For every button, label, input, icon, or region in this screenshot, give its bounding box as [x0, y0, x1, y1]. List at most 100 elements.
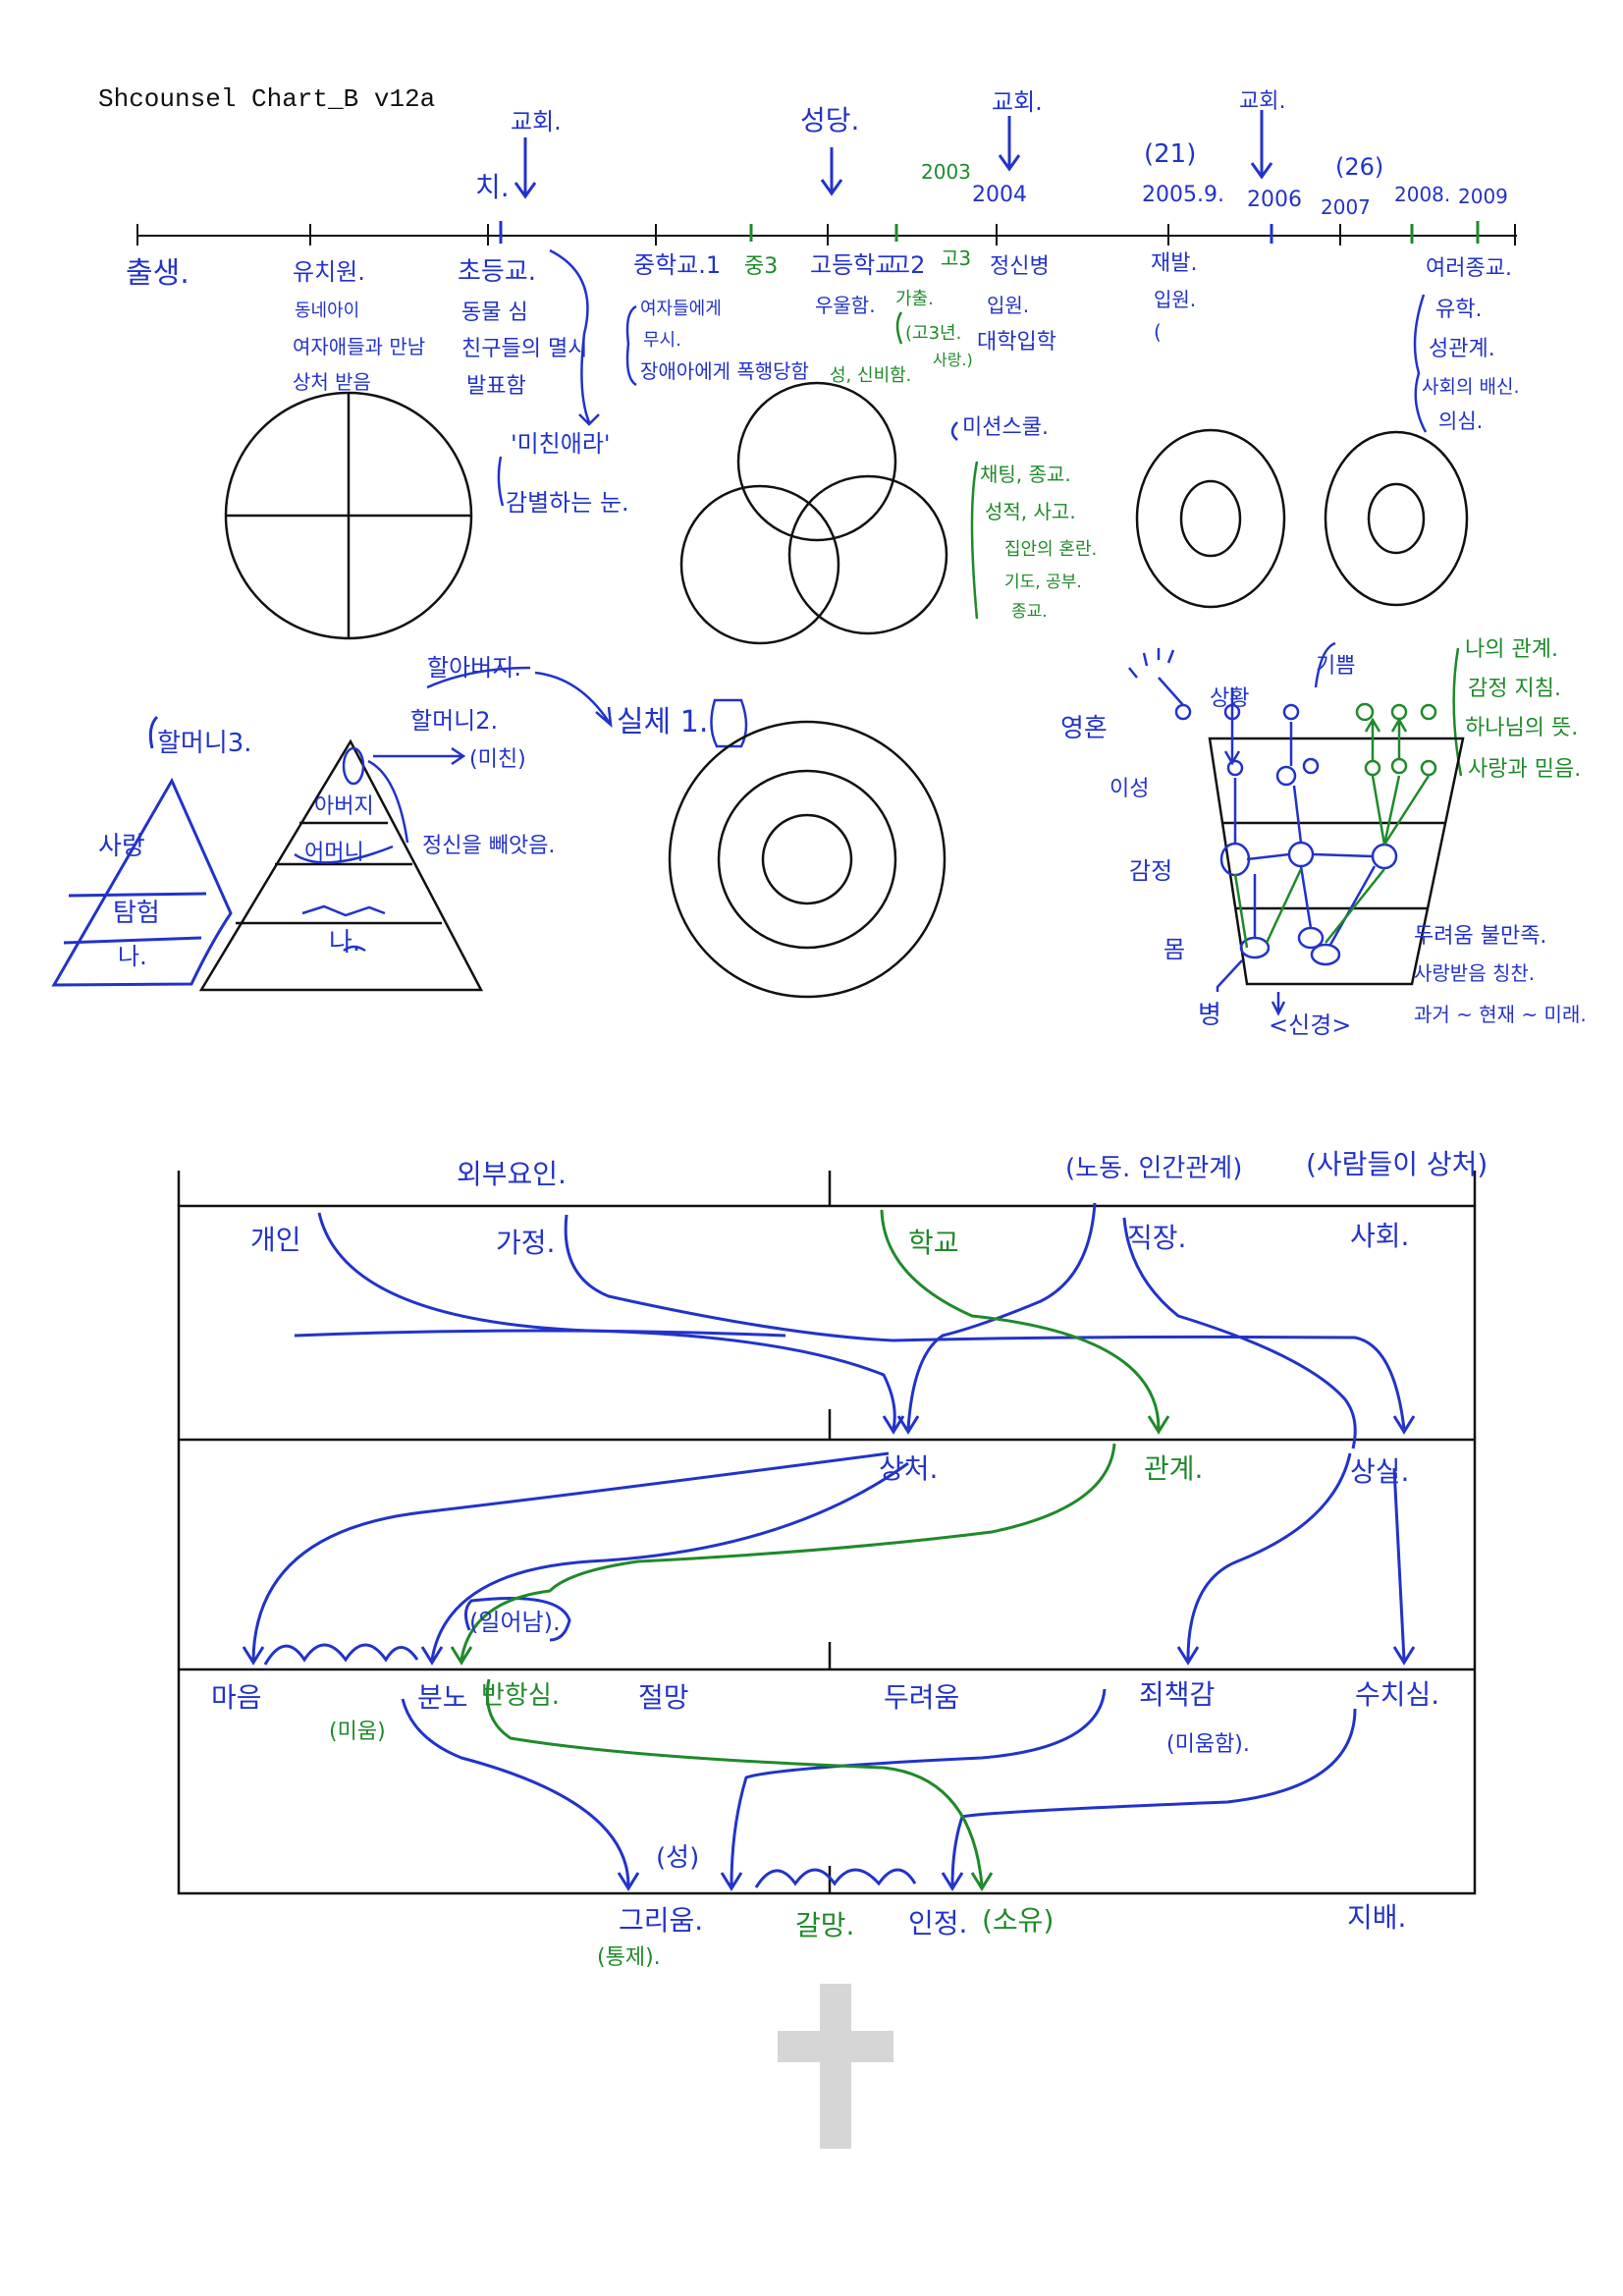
pyramid-right-top: 할머니2. — [410, 707, 498, 735]
row3-note: (미움) — [329, 1720, 386, 1744]
bottom-label: 갈망. — [795, 1909, 854, 1941]
cross-icon — [778, 1984, 893, 2149]
pyramid-right-level: 아버지 — [314, 794, 374, 819]
funnel — [1208, 737, 1465, 986]
row3-label: 분노 — [417, 1681, 468, 1714]
node — [1174, 703, 1192, 721]
row3-label: 수치심. — [1355, 1678, 1439, 1711]
pyramid-mid-label: (미친) — [469, 747, 526, 772]
ring-left — [1135, 428, 1286, 609]
note: 입원. — [987, 294, 1029, 317]
note: 기도, 공부. — [1004, 573, 1082, 592]
down-arrow-icon — [1250, 110, 1273, 180]
note: 무시. — [643, 330, 681, 351]
ring-right — [1324, 430, 1469, 607]
bracket — [950, 421, 958, 441]
note: (고3년. — [905, 323, 961, 344]
row2-label: 상실. — [1350, 1455, 1409, 1488]
note: 상처 받음 — [293, 370, 371, 394]
tl-top-label: 2006 — [1247, 188, 1302, 212]
lower-flows-green — [450, 1209, 1170, 1891]
node — [1275, 765, 1297, 787]
down-arrow-icon — [820, 147, 843, 196]
arrow — [1314, 641, 1336, 688]
node — [1287, 841, 1315, 868]
funnel-side-label: 이성 — [1109, 777, 1149, 801]
tl-top-label: 2008. — [1394, 183, 1450, 206]
funnel-side-label: 영혼 — [1060, 714, 1108, 743]
connector — [367, 759, 409, 844]
pyramid-left-level: 나. — [118, 943, 147, 970]
tl-top-label: 2007 — [1321, 195, 1371, 219]
stage-label: 재발. — [1151, 251, 1197, 276]
arrow — [1271, 992, 1286, 1016]
zigzag-mark — [301, 904, 386, 917]
funnel-side-label: 몸 — [1163, 936, 1185, 963]
row2-note: (일어남). — [469, 1609, 561, 1636]
lower-row3: 마음 분노 반항심. 절망 두려움 죄책감 수치심. (미움) (미움함). — [211, 1678, 1439, 1757]
note: 동물 심 — [461, 301, 528, 325]
timeline — [136, 224, 1517, 246]
row1-label: 가정. — [496, 1227, 555, 1259]
stage-label: 유치원. — [293, 258, 365, 286]
funnel-top-label: 상황 — [1210, 686, 1249, 711]
stage-label: 초등교. — [458, 257, 536, 287]
lower-row1: 개인 가정. 학교 직장. 사회. — [250, 1220, 1409, 1259]
timeline-notes: 동네아이 여자애들과 만남 상처 받음 동물 심 친구들의 멸시 발표함 '미친… — [293, 288, 1519, 622]
node — [1282, 703, 1300, 721]
tl-top-label: 2009 — [1458, 185, 1508, 208]
note: 친구들의 멸시 — [461, 337, 587, 361]
row1-label: 학교 — [908, 1227, 959, 1259]
row1-label: 사회. — [1350, 1220, 1409, 1252]
bracket — [625, 304, 637, 387]
node — [1420, 703, 1437, 721]
row2-label: 상처. — [879, 1452, 938, 1485]
pyramid-apex-mark — [342, 746, 365, 786]
node — [1364, 759, 1381, 777]
note: 우울함. — [815, 294, 876, 317]
node — [1390, 757, 1408, 775]
stage-label: 출생. — [126, 256, 189, 291]
funnel-right-note: 감정 지침. — [1468, 677, 1561, 701]
funnel-bottom-label: 병 — [1198, 1001, 1221, 1030]
row2-label: 관계. — [1144, 1452, 1203, 1485]
row3-label: 마음 — [211, 1681, 262, 1714]
stage-label: 중3 — [744, 254, 778, 279]
note: 사랑.) — [933, 351, 973, 369]
note: 집안의 혼란. — [1004, 539, 1097, 560]
tl-top-label: 치. — [475, 171, 510, 203]
tl-top-label: 2003 — [921, 160, 971, 184]
row3-label: 반항심. — [481, 1681, 560, 1711]
lower-header: 외부요인. — [457, 1158, 567, 1190]
chart-title: Shcounsel Chart_B v12a — [98, 84, 435, 114]
note: '미친애라' — [511, 430, 611, 458]
bottom-label: 지배. — [1347, 1901, 1406, 1934]
node — [1390, 703, 1408, 721]
node — [1219, 842, 1251, 877]
note: 감별하는 눈. — [506, 489, 629, 517]
node — [1371, 843, 1398, 870]
note: 채팅, 종교. — [980, 463, 1071, 486]
stage-label: 중학교.1 — [633, 251, 721, 279]
stage-label: 정신병 — [990, 254, 1050, 279]
funnel-right-note: 사랑과 믿음. — [1468, 757, 1581, 782]
note: 여자애들과 만남 — [293, 335, 425, 358]
tl-top-label: 교회. — [511, 108, 562, 136]
concentric-circles — [668, 720, 947, 999]
quartered-circle — [224, 391, 473, 640]
stage-label: 여러종교. — [1426, 256, 1512, 281]
row3-label: 두려움 — [884, 1681, 959, 1714]
circles-label: 실체 1. — [617, 705, 708, 739]
row1-label: 직장. — [1127, 1222, 1186, 1254]
link — [1371, 775, 1431, 846]
funnel-nodes — [1128, 641, 1437, 1016]
tl-top-label: 교회. — [992, 88, 1043, 116]
lower-header: (노동. 인간관계) — [1065, 1154, 1242, 1183]
pyramid-left-top: 할머니3. — [157, 729, 252, 758]
lower-header: (사람들이 상처) — [1306, 1148, 1488, 1180]
connector-arrow — [373, 746, 466, 766]
bottom-note: (통제). — [597, 1945, 661, 1970]
node — [1355, 702, 1375, 722]
lower-flows-blue — [242, 1202, 1416, 1891]
